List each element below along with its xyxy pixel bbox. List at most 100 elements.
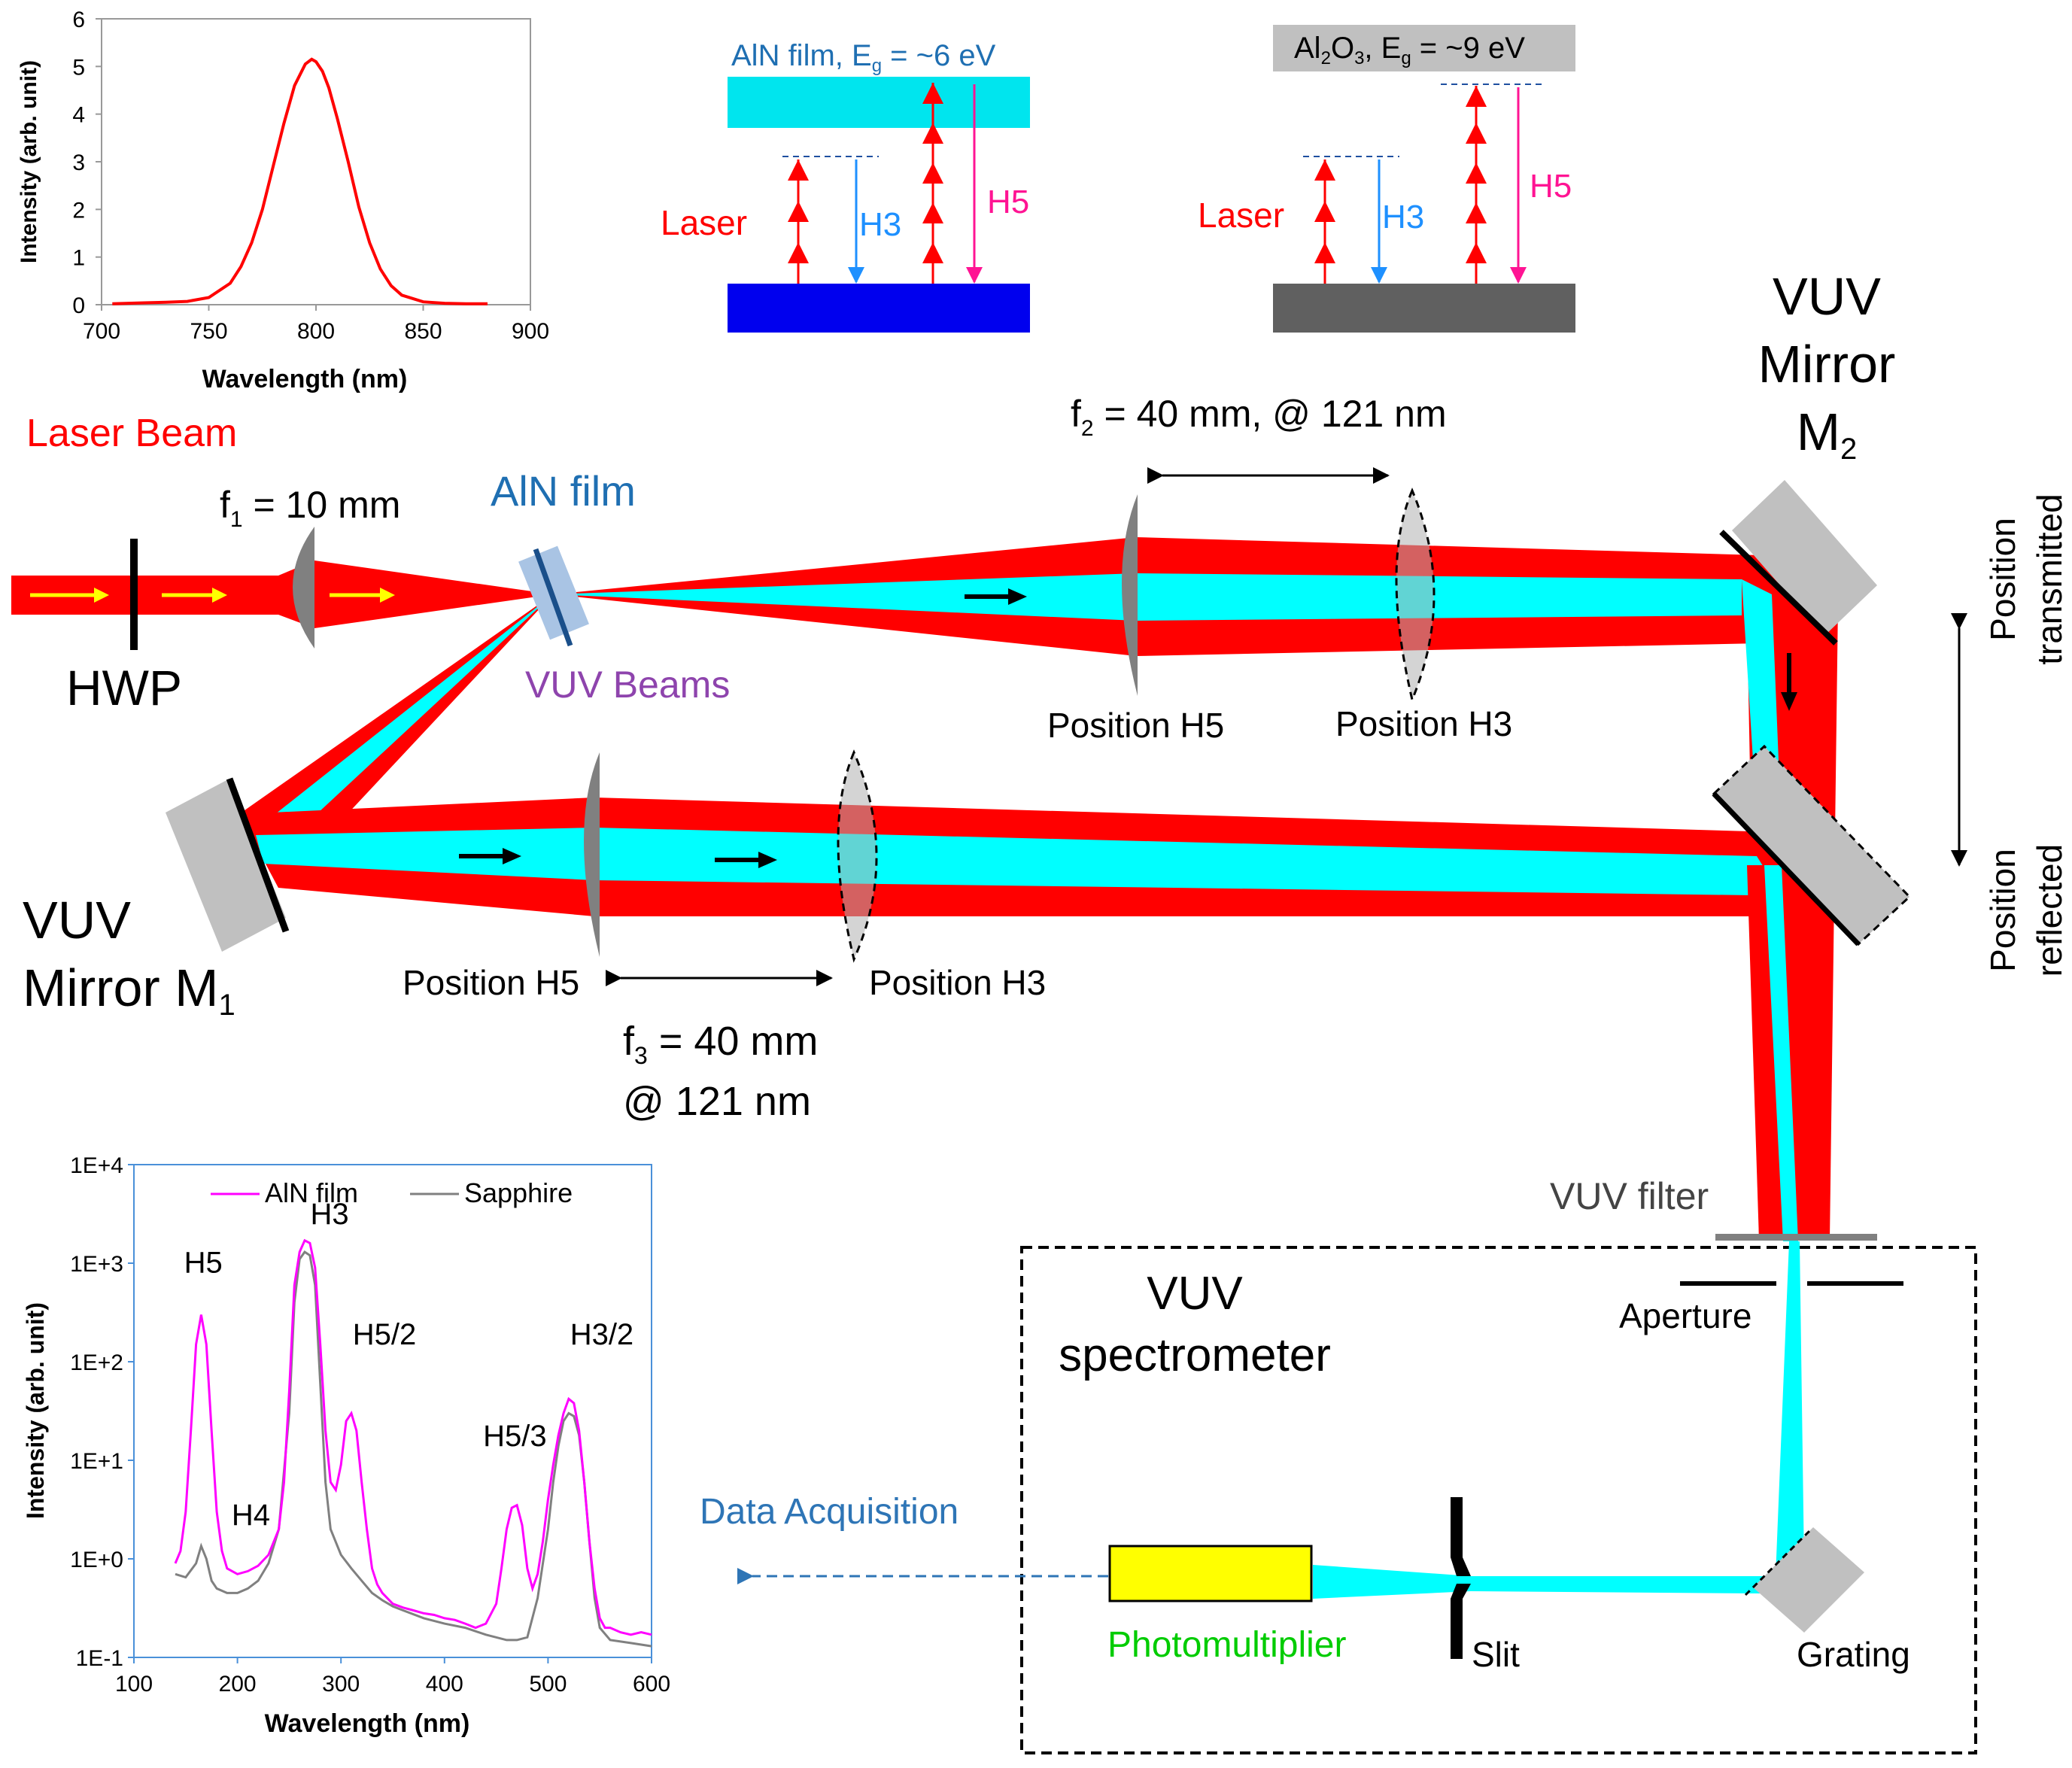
vuv-filter xyxy=(1715,1234,1877,1241)
f1-lens xyxy=(293,527,314,649)
aln-conduction-band xyxy=(728,77,1030,128)
chart2-frame xyxy=(133,1164,652,1658)
upper-lens-position-h3 xyxy=(1395,488,1436,703)
aln-h3-label: H3 xyxy=(859,206,901,243)
chart1-xtick-label: 850 xyxy=(404,319,442,344)
vuv-mirror-m1-label-line2: Mirror M1 xyxy=(23,958,235,1022)
sapphire-energy-diagram: Al2O3, Eg = ~9 eV Laser H3 H5 xyxy=(1198,25,1575,333)
upper-vuv-beam xyxy=(553,573,1742,621)
f3-wavelength-label: @ 121 nm xyxy=(623,1079,811,1124)
chart2-xtick-label: 500 xyxy=(529,1672,567,1697)
chart2-ytick-label: 1E+0 xyxy=(70,1548,123,1572)
chart1-xtick-label: 900 xyxy=(512,319,549,344)
peak-label: H4 xyxy=(232,1499,270,1532)
al2o3-photon-arrow xyxy=(1466,202,1487,223)
chart2-xtick-label: 400 xyxy=(426,1672,463,1697)
aln-photon-arrow xyxy=(788,242,809,263)
al2o3-title-box xyxy=(1273,25,1575,71)
f1-label: f1 = 10 mm xyxy=(220,484,400,532)
al2o3-photon-arrow xyxy=(1466,163,1487,184)
optical-layout xyxy=(11,467,1977,1754)
grating-to-slit-beam xyxy=(1471,1576,1776,1593)
chart2-ytick-label: 1E+1 xyxy=(70,1449,123,1474)
aln-film-surface xyxy=(533,548,573,647)
vuv-mirror-m1 xyxy=(166,779,286,952)
vuv-mirror-m2-label-line1: VUV xyxy=(1773,267,1881,326)
chart1-ylabel: Intensity (arb. unit) xyxy=(17,60,41,263)
aln-photon-arrow xyxy=(788,201,809,222)
beam-direction-arrowhead xyxy=(503,848,521,864)
aln-photon-arrow xyxy=(922,163,943,184)
aln-film-spectrum-line xyxy=(174,1238,652,1636)
slit-to-pmt-beam xyxy=(1313,1565,1471,1599)
position-transmitted-label-1: Position xyxy=(1983,518,2022,641)
f2-label: f2 = 40 mm, @ 121 nm xyxy=(1071,393,1447,441)
al2o3-h3-label: H3 xyxy=(1382,199,1424,235)
al2o3-laser-label: Laser xyxy=(1198,196,1284,235)
grating xyxy=(1753,1527,1864,1633)
diagonal-vuv-beam xyxy=(247,594,553,864)
chart1-ytick-label: 0 xyxy=(72,293,85,318)
half-wave-plate xyxy=(130,539,138,650)
al2o3-substrate xyxy=(1273,284,1575,333)
vuv-mirror-m2-label-line3: M2 xyxy=(1797,403,1858,466)
aln-photon-arrow xyxy=(788,159,809,181)
chart2-legend: AlN film Sapphire xyxy=(211,1177,573,1208)
lower-lens-position-h3 xyxy=(837,749,878,963)
vuv-spectrometer-label-line1: VUV xyxy=(1147,1268,1243,1320)
chart2-xtick-label: 200 xyxy=(219,1672,257,1697)
aln-laser-label: Laser xyxy=(661,203,747,242)
al2o3-photon-arrow xyxy=(1314,159,1335,181)
upper-position-h3-label: Position H3 xyxy=(1335,704,1512,743)
slit-lower-blade xyxy=(1451,1584,1471,1659)
chart2-ytick-label: 1E+4 xyxy=(70,1153,123,1178)
vuv-mirror-m2-reflected-position xyxy=(1712,744,1912,946)
aln-photon-arrow xyxy=(922,83,943,104)
aln-photon-arrow xyxy=(922,123,943,144)
aln-diagram-title: AlN film, Eg = ~6 eV xyxy=(731,39,996,76)
vuv-mirror-m2-surface xyxy=(1719,530,1838,646)
legend-sapphire-label: Sapphire xyxy=(464,1177,573,1208)
aln-energy-diagram: AlN film, Eg = ~6 eV Laser H3 H5 xyxy=(661,39,1030,333)
al2o3-photon-arrow xyxy=(1314,201,1335,222)
chart1-ytick-label: 6 xyxy=(72,8,85,32)
vuv-mirror-m1-surface xyxy=(226,777,290,933)
peak-label: H3 xyxy=(310,1198,348,1231)
al2o3-diagram-title: Al2O3, Eg = ~9 eV xyxy=(1294,32,1525,68)
vuv-spectrometer-label-line2: spectrometer xyxy=(1059,1329,1331,1381)
beam-direction-arrowhead xyxy=(1008,588,1027,605)
lower-position-h5-label: Position H5 xyxy=(403,963,579,1002)
slit-upper-blade xyxy=(1451,1497,1471,1576)
lower-vuv-beam xyxy=(256,828,1770,895)
vuv-mirror-m2-label-line2: Mirror xyxy=(1758,335,1896,393)
peak-label: H5/2 xyxy=(353,1318,417,1351)
beam-direction-arrowhead xyxy=(212,588,227,603)
peak-label: H3/2 xyxy=(570,1318,634,1351)
vuv-mirror-m1-label-line1: VUV xyxy=(23,891,131,949)
beam-direction-arrowhead xyxy=(94,588,109,603)
photomultiplier-tube xyxy=(1108,1545,1313,1602)
grating-label: Grating xyxy=(1797,1635,1910,1674)
al2o3-h5-label: H5 xyxy=(1530,168,1572,205)
beam-direction-arrowhead xyxy=(758,852,777,868)
laser-beam-label: Laser Beam xyxy=(26,412,237,455)
position-transmitted-label-2: transmitted xyxy=(2030,494,2069,665)
beam-direction-arrowhead xyxy=(1781,692,1797,711)
chart1-xtick-label: 750 xyxy=(190,319,227,344)
vuv-filter-label: VUV filter xyxy=(1550,1175,1709,1217)
aperture-right-blade xyxy=(1807,1281,1903,1286)
chart1-ytick-label: 1 xyxy=(72,246,85,271)
peak-label: H5/3 xyxy=(483,1420,547,1453)
peak-label: H5 xyxy=(184,1247,223,1280)
position-reflected-label-1: Position xyxy=(1983,849,2022,972)
chart2-ylabel: Intensity (arb. unit) xyxy=(22,1302,49,1519)
al2o3-photon-arrow xyxy=(1314,242,1335,263)
upper-lens-position-h5 xyxy=(1122,494,1138,696)
aln-photon-arrow xyxy=(922,242,943,263)
chart2-ytick-label: 1E-1 xyxy=(76,1646,123,1671)
lower-lens-position-h5 xyxy=(584,752,600,957)
